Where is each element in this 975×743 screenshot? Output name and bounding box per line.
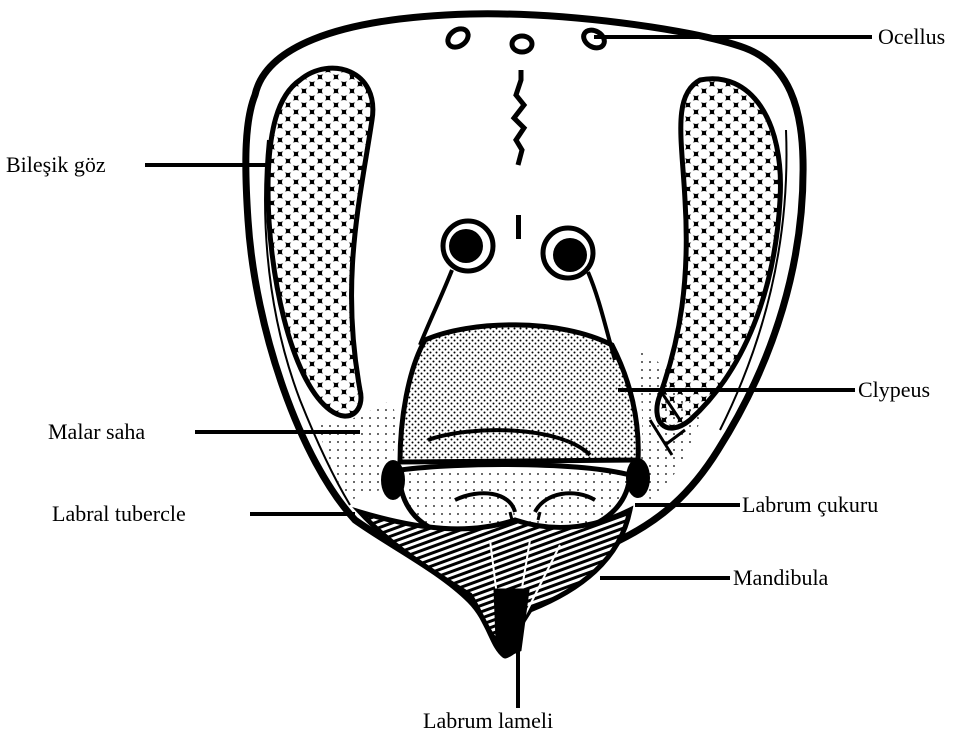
label-mandible: Mandibula — [733, 567, 828, 589]
label-clypeus: Clypeus — [858, 379, 930, 401]
clypeus — [400, 325, 638, 462]
label-compound-eye: Bileşik göz — [6, 154, 106, 176]
label-ocellus: Ocellus — [878, 26, 945, 48]
labrum-lamella — [495, 590, 528, 655]
label-labrum-pit: Labrum çukuru — [742, 494, 878, 516]
label-malar-area: Malar saha — [48, 421, 145, 443]
label-labral-tubercle: Labral tubercle — [52, 503, 186, 525]
label-labrum-lamella: Labrum lameli — [423, 710, 553, 732]
